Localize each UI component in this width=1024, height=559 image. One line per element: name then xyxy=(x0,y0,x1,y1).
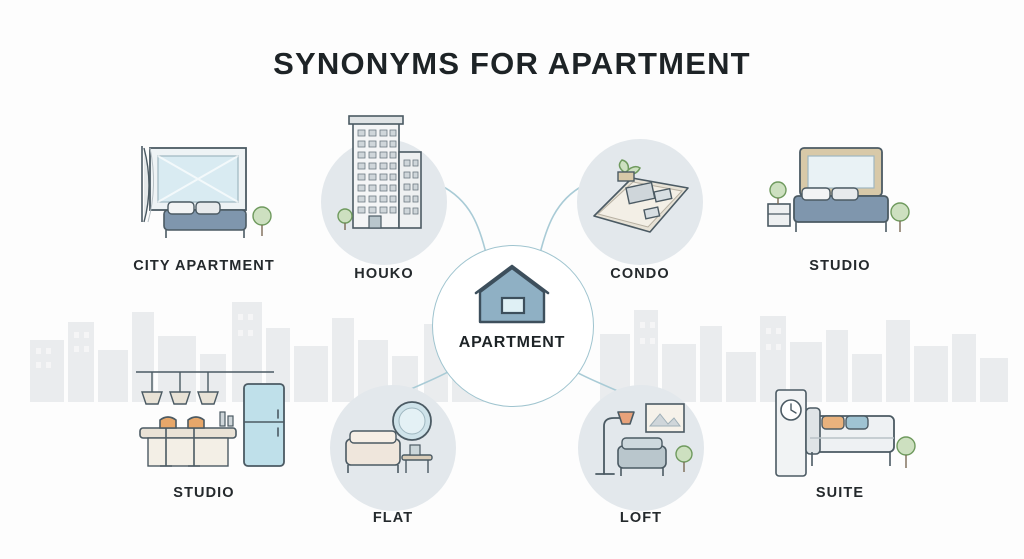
page-title: SYNONYMS FOR APARTMENT xyxy=(273,46,751,81)
bedroom-window-icon xyxy=(124,144,284,255)
hub-label: APARTMENT xyxy=(458,334,566,351)
node-label-loft: LOFT xyxy=(619,510,663,526)
house-icon xyxy=(472,262,552,333)
node-label-city-apartment: CITY APARTMENT xyxy=(133,258,275,274)
node-label-condo: CONDO xyxy=(610,266,670,282)
node-label-studio-top: STUDIO xyxy=(809,258,871,274)
node-label-studio-bottom: STUDIO xyxy=(173,485,235,501)
apartment-building-icon xyxy=(337,112,431,249)
node-label-suite: SUITE xyxy=(815,485,865,501)
loft-lamp-sofa-icon xyxy=(588,392,698,493)
kitchen-island-icon xyxy=(122,370,288,487)
node-label-flat: FLAT xyxy=(372,510,414,526)
bedroom-tv-icon xyxy=(764,142,918,257)
rooftop-terrace-icon xyxy=(588,158,692,247)
suite-bed-clock-icon xyxy=(762,388,918,503)
node-label-houko: HOUKO xyxy=(354,266,414,282)
living-room-sofa-icon xyxy=(340,395,450,492)
